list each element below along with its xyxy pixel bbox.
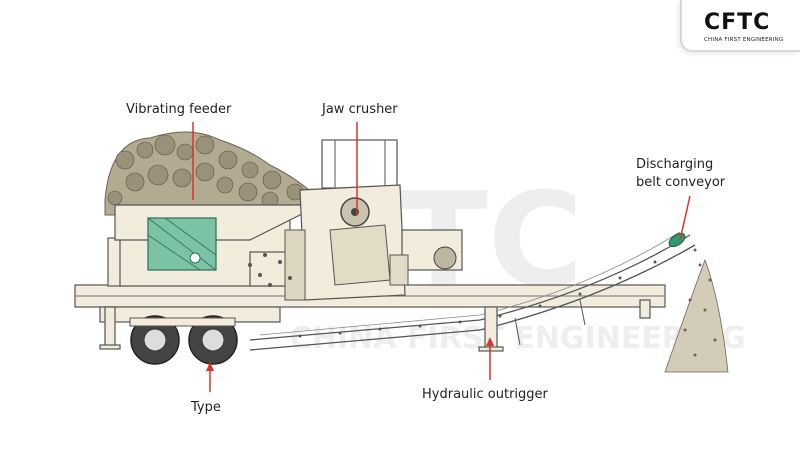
label-type: Type [191, 400, 221, 415]
logo-subtitle: CHINA FIRST ENGINEERING [704, 37, 784, 43]
vibrating-feeder [114, 204, 321, 271]
feed-rock-pile [104, 131, 321, 216]
axle-wheels [129, 315, 238, 365]
leader-discharging [679, 195, 691, 241]
logo-wordmark: CFTC [704, 10, 771, 35]
callout-lines [192, 122, 691, 392]
drive-motor [389, 229, 463, 286]
output-stockpile [664, 248, 729, 373]
outriggers [99, 299, 651, 352]
arrowhead-hydraulic-outrigger [486, 337, 494, 346]
arrowhead-type [206, 362, 214, 371]
label-vibrating-feeder: Vibrating feeder [126, 102, 232, 117]
jaw-crusher [248, 139, 406, 301]
svg-text:CHINA FIRST ENGINEERING: CHINA FIRST ENGINEERING [290, 321, 746, 356]
brand-logo: CFTC CHINA FIRST ENGINEERING [680, 0, 800, 52]
label-discharging-line2: belt conveyor [636, 175, 726, 190]
label-jaw-crusher: Jaw crusher [322, 102, 398, 117]
label-discharging-line1: Discharging [636, 157, 714, 172]
label-hydraulic-outrigger: Hydraulic outrigger [422, 387, 548, 402]
